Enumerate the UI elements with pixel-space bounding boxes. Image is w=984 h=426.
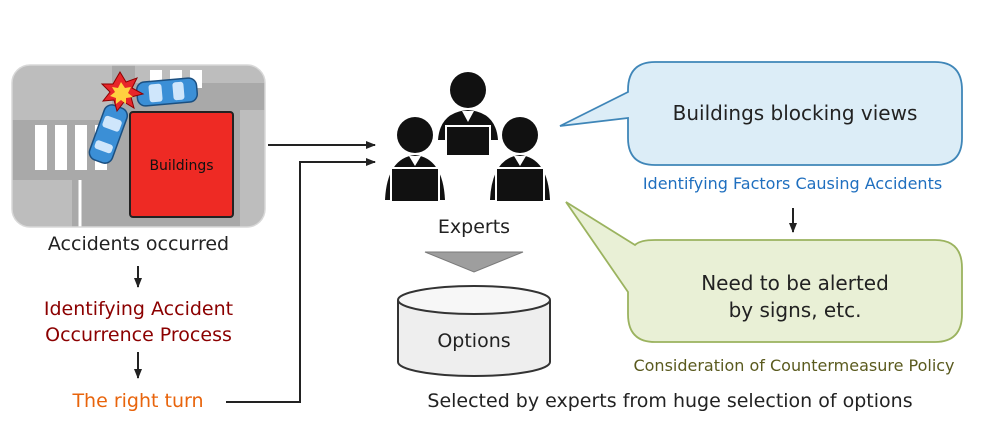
funnel-triangle bbox=[424, 251, 524, 273]
accidents-occurred-label: Accidents occurred bbox=[47, 233, 230, 255]
options-label: Options bbox=[437, 330, 511, 352]
bubble1-text: Buildings blocking views bbox=[672, 101, 918, 125]
selected-caption: Selected by experts from huge selection … bbox=[427, 390, 913, 412]
process-label-line1: Identifying Accident bbox=[43, 298, 234, 320]
car-icon bbox=[135, 77, 199, 107]
bubble2-line1: Need to be alerted bbox=[701, 271, 889, 295]
buildings-label: Buildings bbox=[149, 158, 214, 174]
arrow-right-turn-to-experts bbox=[226, 158, 376, 403]
building-block bbox=[129, 111, 234, 218]
bubble2-line2: by signs, etc. bbox=[728, 298, 862, 322]
speech-bubble-policy bbox=[565, 201, 963, 343]
options-database-icon bbox=[397, 285, 551, 377]
scene-border bbox=[11, 64, 266, 228]
policy-label: Consideration of Countermeasure Policy bbox=[633, 356, 955, 375]
experts-icon bbox=[385, 72, 550, 203]
factors-label: Identifying Factors Causing Accidents bbox=[642, 174, 943, 193]
right-turn-label: The right turn bbox=[72, 390, 204, 412]
experts-label: Experts bbox=[437, 216, 511, 238]
process-label-line2: Occurrence Process bbox=[45, 324, 232, 346]
crash-burst-icon bbox=[100, 71, 145, 113]
speech-bubble-factors bbox=[559, 61, 963, 166]
